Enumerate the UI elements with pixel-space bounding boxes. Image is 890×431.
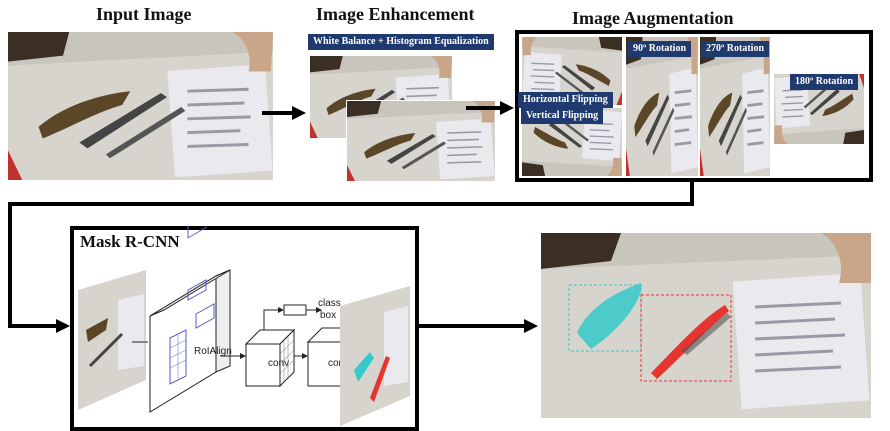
output-photo (541, 233, 871, 418)
tag-vflip: Vertical Flipping (521, 108, 604, 124)
enhancement-tag: White Balance + Histogram Equalization (308, 34, 494, 50)
title-input-image: Input Image (96, 4, 192, 24)
conv-label-2: conv (328, 358, 349, 369)
tag-rot270: 270º Rotation (701, 41, 770, 57)
enhanced-photo-front (346, 100, 496, 182)
box-label: box (320, 310, 336, 321)
tag-rot90: 90º Rotation (628, 41, 692, 57)
augmentation-box (515, 30, 873, 182)
conv-label-1: conv (268, 358, 289, 369)
network-output-thumb (340, 286, 410, 426)
roialign-label: RoIAlign (194, 346, 232, 357)
input-photo (8, 32, 273, 180)
tag-rot180: 180º Rotation (790, 74, 859, 90)
network-input-thumb (78, 270, 146, 410)
aug-photo-rot270 (700, 37, 770, 176)
title-image-augmentation: Image Augmentation (572, 8, 734, 28)
aug-photo-rot90 (626, 37, 698, 176)
feature-map-block (149, 226, 231, 413)
conv-block-1 (244, 328, 296, 388)
title-image-enhancement: Image Enhancement (316, 4, 475, 24)
network-diagram: RoIAlign conv class box conv (78, 226, 410, 426)
class-label: class (318, 298, 341, 309)
tag-hflip: Horizontal Flipping (518, 92, 613, 108)
